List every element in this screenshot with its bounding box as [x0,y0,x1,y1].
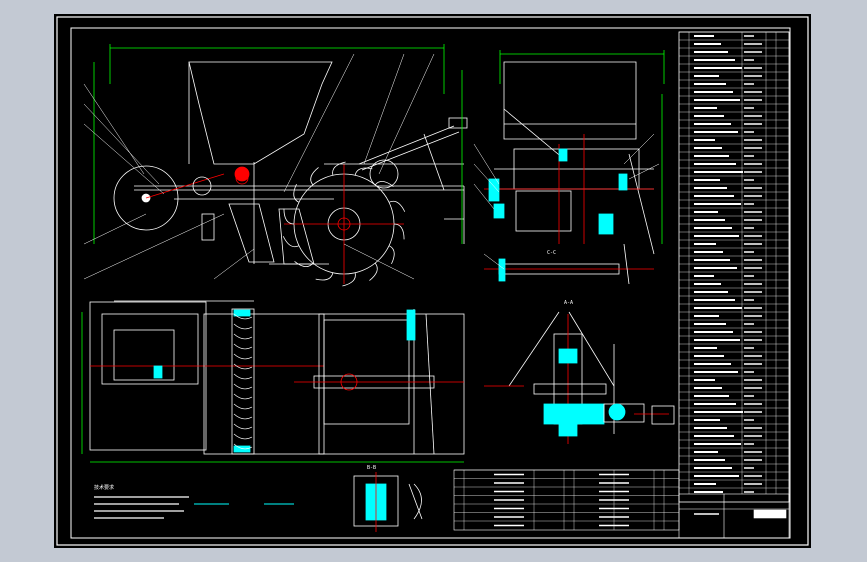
wheel-tooth [332,161,346,176]
wheel-tooth [388,245,395,265]
plan-view [81,300,465,463]
wheel-tooth [388,200,406,212]
auger-flight [233,343,253,350]
section-label-c-c: C-C [547,250,556,256]
wheel-tooth [310,167,319,186]
auger-spiral [233,313,253,450]
end-view [461,50,665,285]
main-side-view [83,44,468,284]
wheel-tooth [354,167,373,176]
section-label-b-b: B-B [367,465,376,471]
parts-list-rows [679,31,789,494]
wheel-tooth [393,223,405,240]
auger-flight [233,313,253,320]
notes-title: 技术要求 [94,484,114,491]
wheel-tooth [315,272,334,281]
auger-flight [233,333,253,340]
bom-table [453,469,680,531]
wheel-tooth [283,208,295,225]
auger-flight [233,323,253,330]
auger-flight [233,413,253,420]
cad-drawing: 技术要求 C-C B-B A-A [56,16,809,546]
wheel-tooth [342,272,356,287]
wheel-tooth [374,181,394,187]
wheel-tooth [282,236,300,248]
auger-flight [233,363,253,370]
section-a-a [484,311,675,444]
title-block [678,493,790,539]
seed-wheel-teeth [282,161,406,287]
section-label-a-a: A-A [564,300,573,306]
outer-border [56,16,809,546]
section-b-b [353,472,423,532]
auger-flight [233,443,253,450]
auger-flight [233,373,253,380]
wheel-tooth [294,261,314,267]
technical-notes: 技术要求 [94,484,189,519]
inner-border [70,27,791,539]
auger-flight [233,403,253,410]
auger-flight [233,433,253,440]
auger-flight [233,423,253,430]
bom-table-rows [454,469,679,530]
auger-flight [233,383,253,390]
wheel-tooth [369,262,378,281]
drawing-sheet: 技术要求 C-C B-B A-A [54,14,811,548]
parts-list [678,31,790,503]
auger-flight [233,393,253,400]
wheel-tooth [293,183,300,203]
auger-flight [233,353,253,360]
